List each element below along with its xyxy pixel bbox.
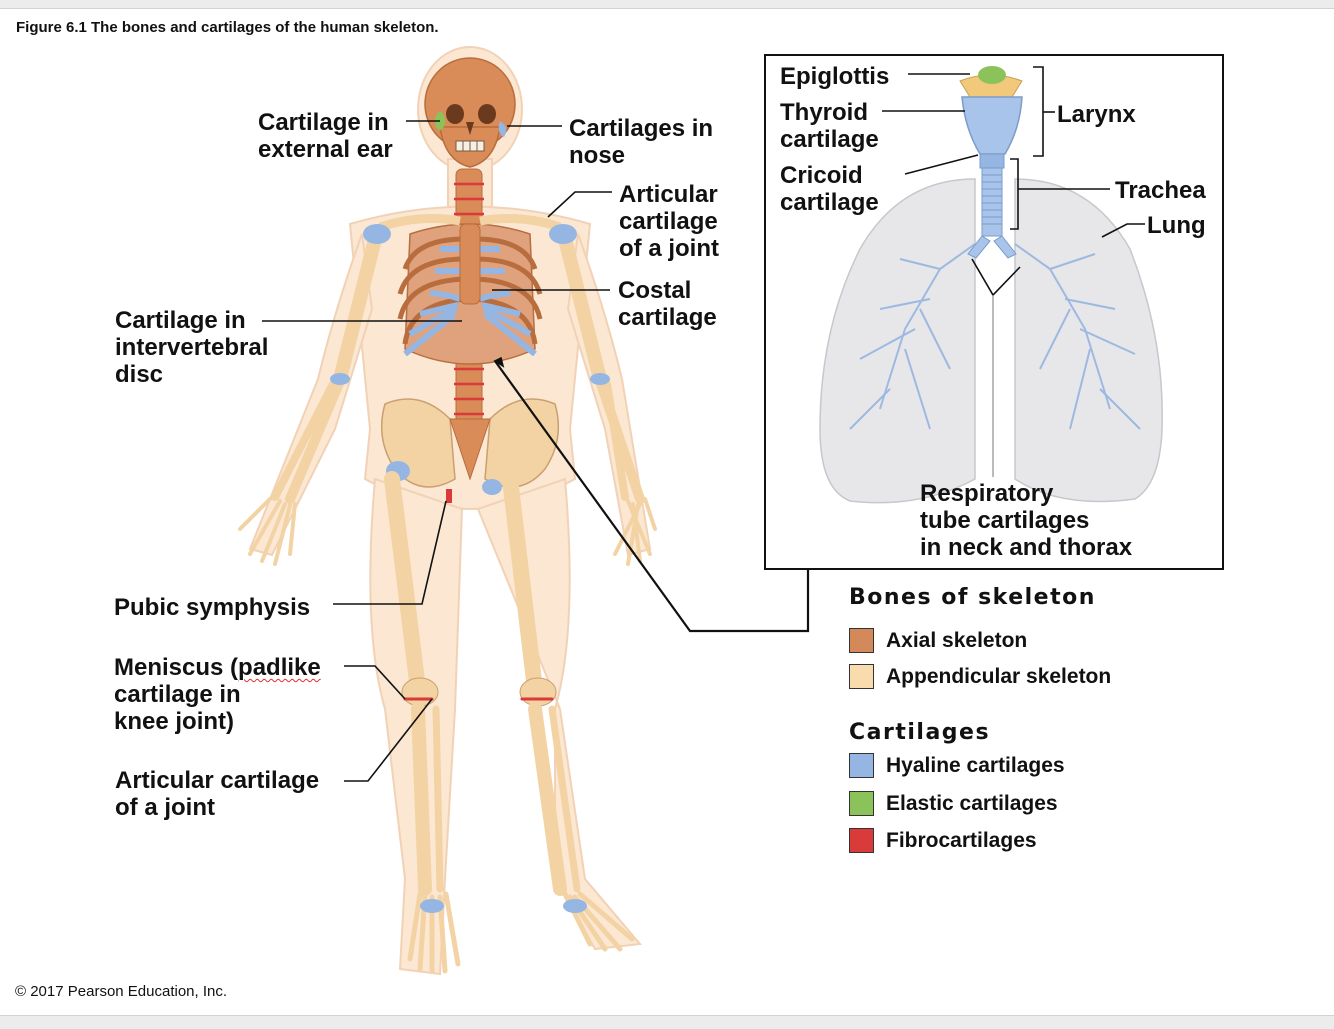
label-cricoid-cartilage: Cricoid cartilage [780,162,879,216]
copyright-notice: © 2017 Pearson Education, Inc. [15,983,227,1000]
label-epiglottis: Epiglottis [780,63,889,90]
hyaline-swatch [849,753,874,778]
label-intervertebral-disc: Cartilage in intervertebral disc [115,307,268,388]
legend-item-hyaline: Hyaline cartilages [849,753,1065,778]
legend-label: Elastic cartilages [886,792,1058,816]
legend-item-appendicular: Appendicular skeleton [849,664,1111,689]
meniscus-spellcheck-word: padlike [238,654,321,681]
elastic-swatch [849,791,874,816]
label-cartilages-nose: Cartilages in nose [569,115,713,169]
label-articular-cartilage-upper: Articular cartilage of a joint [619,181,719,262]
legend-item-fibrocartilage: Fibrocartilages [849,828,1037,853]
label-respiratory-tube-cartilages: Respiratory tube cartilages in neck and … [920,480,1132,561]
label-costal-cartilage: Costal cartilage [618,277,717,331]
label-cartilage-external-ear: Cartilage in external ear [258,109,393,163]
fibrocartilage-swatch [849,828,874,853]
legend-bones-title: Bones of skeleton [849,585,1096,610]
figure-page: Figure 6.1 The bones and cartilages of t… [0,8,1334,1016]
legend-item-elastic: Elastic cartilages [849,791,1058,816]
meniscus-text-rest: cartilage in knee joint) [114,681,241,735]
legend-item-axial: Axial skeleton [849,628,1027,653]
axial-swatch [849,628,874,653]
legend-label: Appendicular skeleton [886,665,1111,689]
label-articular-cartilage-lower: Articular cartilage of a joint [115,767,319,821]
label-pubic-symphysis: Pubic symphysis [114,594,310,621]
label-trachea: Trachea [1115,177,1206,204]
label-larynx: Larynx [1057,101,1136,128]
legend-label: Fibrocartilages [886,829,1037,853]
legend-label: Axial skeleton [886,629,1027,653]
appendicular-swatch [849,664,874,689]
body-silhouette [250,47,650,974]
label-lung: Lung [1147,212,1206,239]
legend-label: Hyaline cartilages [886,754,1065,778]
meniscus-text-start: Meniscus ( [114,654,238,681]
label-meniscus: Meniscus (padlike cartilage in knee join… [114,654,321,735]
legend-cartilages-title: Cartilages [849,720,990,745]
label-thyroid-cartilage: Thyroid cartilage [780,99,879,153]
